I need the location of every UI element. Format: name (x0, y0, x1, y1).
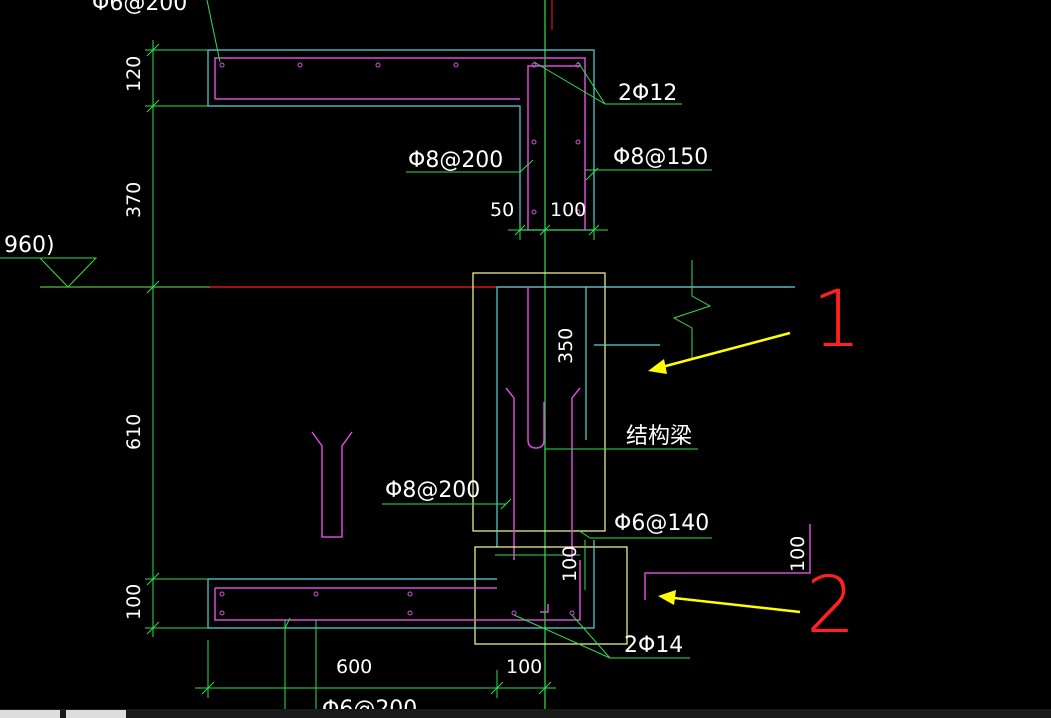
left-stirrup-label: Φ8@200 (408, 148, 503, 173)
layout-tab-2[interactable] (66, 710, 126, 718)
right-stirrup-label: Φ8@150 (613, 145, 708, 170)
bottom-horizontal-dimension (195, 617, 556, 718)
top-rebar-leader (533, 61, 682, 105)
lower-box (474, 546, 628, 645)
bottom-status-strip (0, 709, 1051, 718)
bottom-slab-rebar (214, 560, 581, 621)
top-slab-bar-dots (219, 62, 581, 215)
bottom-slab (207, 540, 595, 629)
dim-100-right: 100 (787, 536, 809, 572)
top-horizontal-dimension (508, 222, 608, 240)
beam-name-label: 结构梁 (626, 424, 692, 449)
annotation-one: 1 (812, 275, 862, 365)
dim-600: 600 (336, 656, 372, 678)
annotation-two: 2 (806, 561, 856, 651)
lower-inner-dim (495, 540, 586, 590)
vertical-dimension-chain (145, 40, 210, 637)
structural-beam-box (472, 272, 606, 532)
beam-inner-outline (496, 286, 795, 547)
dim-100-mid: 100 (559, 546, 581, 582)
dim-100-bottom: 100 (506, 656, 542, 678)
top-clip-label: Φ6@200 (92, 0, 187, 16)
vdim-610: 610 (123, 414, 145, 450)
stirrup-leaders-top (406, 159, 712, 181)
dim-50: 50 (490, 199, 514, 221)
arrow-2 (658, 590, 801, 614)
top-slab (207, 49, 595, 231)
bottom-rebar-label: 2Φ14 (624, 633, 683, 658)
top-slab-rebar (214, 57, 586, 230)
elevation-label: 960) (4, 233, 55, 258)
top-clip-leader (206, 0, 221, 63)
beam-rebar-hooks (505, 287, 581, 560)
vdim-100: 100 (123, 584, 145, 620)
right-marker (644, 524, 811, 600)
bottom-rebar-leader (513, 614, 690, 659)
column-stub (311, 431, 353, 538)
dim-100-top: 100 (550, 199, 586, 221)
layout-tab[interactable] (0, 710, 60, 718)
vdim-120: 120 (123, 56, 145, 92)
mid-stirrup-label: Φ8@200 (385, 478, 480, 503)
bottom-slab-bar-dots (219, 591, 575, 616)
lower-stirrup-label: Φ6@140 (614, 511, 709, 536)
arrow-1 (648, 331, 791, 374)
break-line (672, 260, 712, 360)
vdim-370: 370 (123, 182, 145, 218)
elevation-marker: 960) (0, 233, 150, 288)
dim-350: 350 (555, 328, 577, 364)
top-rebar-label: 2Φ12 (618, 81, 677, 106)
